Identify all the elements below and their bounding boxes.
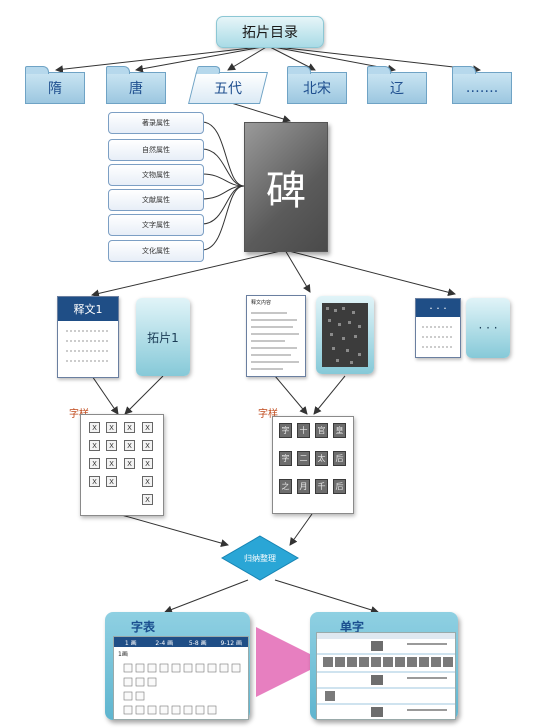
folder-liao[interactable]: 辽 (367, 66, 427, 104)
glyph-slot: X (89, 458, 100, 469)
glyph-sample-label-2: 字样 (258, 409, 278, 420)
glyph-sample: 十 (297, 423, 310, 438)
attribute-document[interactable]: 文献属性 (108, 189, 204, 211)
process-label: 归纳整理 (244, 553, 276, 563)
glyph-slot: X (142, 476, 153, 487)
doc-title: 释文1 (58, 297, 118, 321)
catalog-root[interactable]: 拓片目录 (216, 16, 324, 48)
glyph-slot: X (124, 440, 135, 451)
process-diamond[interactable]: 归纳整理 (222, 536, 298, 580)
folder-label: 隋 (48, 81, 62, 97)
folder-label: ……. (465, 80, 499, 96)
doc-title: · · · (416, 299, 460, 317)
glyph-sample: 后 (333, 479, 346, 494)
glyph-slot: X (124, 458, 135, 469)
character-table-panel[interactable]: 字表 1 画 2-4 画 5-8 画 9-12 画 1画 (105, 612, 250, 720)
attribute-natural[interactable]: 自然属性 (108, 139, 204, 161)
folder-tang[interactable]: 唐 (106, 66, 166, 104)
rubbing-image (322, 303, 368, 367)
folder-more[interactable]: ……. (452, 66, 512, 104)
folder-sui[interactable]: 隋 (25, 66, 85, 104)
folder-label: 辽 (390, 81, 404, 97)
doc-text-lines (251, 312, 299, 370)
glyph-sample: 后 (333, 451, 346, 466)
glyph-slot: X (106, 458, 117, 469)
folder-label: 北宋 (303, 81, 331, 97)
single-character-sheet (316, 632, 456, 720)
glyph-slot: X (89, 440, 100, 451)
single-character-rows (317, 633, 455, 717)
glyph-sample: 太 (315, 451, 328, 466)
folder-label: 唐 (129, 81, 143, 97)
panel-title: 单字 (340, 620, 365, 634)
glyph-slot: X (106, 476, 117, 487)
folder-beisong[interactable]: 北宋 (287, 66, 347, 104)
table-header: 5-8 画 (188, 639, 207, 647)
attribute-relic[interactable]: 文物属性 (108, 164, 204, 186)
glyph-slot: X (89, 422, 100, 433)
glyph-sample-label-1: 字样 (69, 409, 89, 420)
panel-title: 字表 (131, 620, 156, 634)
stele-node[interactable]: 碑 (244, 122, 328, 252)
glyph-sample: 官 (315, 423, 328, 438)
glyph-slot: X (89, 476, 100, 487)
glyph-slot: X (124, 422, 135, 433)
doc-lines (66, 330, 110, 362)
glyph-slot: X (106, 422, 117, 433)
glyph-sample: 二 (297, 451, 310, 466)
glyph-sample: 月 (297, 479, 310, 494)
glyph-sample: 皇 (333, 423, 346, 438)
glyph-sample: 字 (279, 451, 292, 466)
glyph-slot: X (142, 458, 153, 469)
glyph-slot: X (106, 440, 117, 451)
folder-label: 五代 (214, 81, 242, 97)
glyph-slot: X (142, 422, 153, 433)
character-grid (123, 663, 241, 715)
glyph-slot: X (142, 440, 153, 451)
table-section-label: 1画 (118, 651, 128, 658)
rubbing-more[interactable]: · · · (466, 298, 510, 358)
glyph-sample: 千 (315, 479, 328, 494)
attribute-script[interactable]: 文字属性 (108, 214, 204, 236)
glyph-sample: 之 (279, 479, 292, 494)
table-header: 1 画 (124, 639, 137, 647)
rubbing-2[interactable] (316, 296, 374, 374)
attribute-culture[interactable]: 文化属性 (108, 240, 204, 262)
character-table: 1 画 2-4 画 5-8 画 9-12 画 1画 (113, 636, 249, 720)
transcription-doc-1[interactable]: 释文1 (57, 296, 119, 378)
attribute-catalog[interactable]: 著录属性 (108, 112, 204, 134)
glyph-sample: 字 (279, 423, 292, 438)
glyph-sample-sheet-2[interactable]: 字 十 官 皇 字 二 太 后 之 月 千 后 (272, 416, 354, 514)
table-header-row: 1 画 2-4 画 5-8 画 9-12 画 (114, 637, 248, 647)
transcription-doc-more[interactable]: · · · (415, 298, 461, 358)
table-header: 9-12 画 (220, 639, 243, 647)
doc-lines (422, 326, 454, 348)
table-header: 2-4 画 (155, 639, 174, 647)
glyph-slot: X (142, 494, 153, 505)
single-character-panel[interactable]: 单字 (310, 612, 458, 720)
transcription-doc-2[interactable]: 释文内容 (246, 295, 306, 377)
rubbing-1[interactable]: 拓片1 (136, 298, 190, 376)
doc-heading: 释文内容 (251, 300, 272, 306)
folder-wudai-open[interactable]: 五代 (188, 66, 268, 104)
glyph-sample-sheet-1[interactable]: X X X X X X X X X X X X X X X X (80, 414, 164, 516)
